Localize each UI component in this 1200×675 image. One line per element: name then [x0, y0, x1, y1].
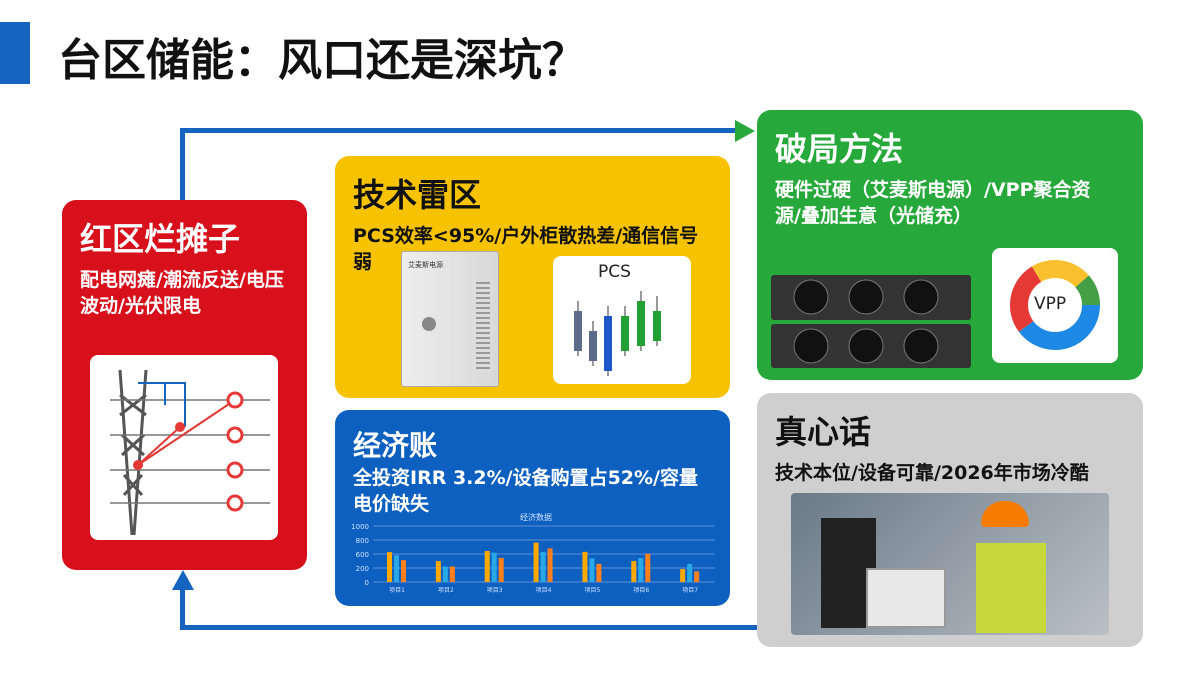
- card-text: 技术本位/设备可靠/2026年市场冷酷: [775, 462, 1089, 484]
- card-title: 真心话: [775, 413, 872, 451]
- bar: [596, 563, 602, 582]
- bar: [687, 563, 693, 582]
- card-text: 配电网瘫/潮流反送/电压波动/光伏限电: [80, 269, 284, 317]
- card-solutions: 破局方法 硬件过硬（艾麦斯电源）/VPP聚合资源/叠加生意（光储充） VPP: [757, 110, 1143, 380]
- card-title: 破局方法: [775, 130, 904, 168]
- flow-arrow-bottom: [180, 580, 760, 630]
- y-tick-label: 1000: [351, 523, 369, 531]
- bar: [547, 548, 553, 582]
- card-text: 硬件过硬（艾麦斯电源）/VPP聚合资源/叠加生意（光储充）: [775, 179, 1091, 227]
- bar: [401, 560, 406, 582]
- card-title: 经济账: [353, 429, 438, 462]
- x-tick-label: 项目1: [389, 587, 405, 594]
- y-tick-label: 0: [365, 579, 369, 587]
- chart-title: 经济数据: [520, 513, 552, 522]
- bar: [491, 552, 497, 582]
- bar: [387, 552, 392, 582]
- card-honest-words: 真心话 技术本位/设备可靠/2026年市场冷酷: [757, 393, 1143, 647]
- bar: [631, 561, 637, 582]
- bar: [394, 555, 399, 582]
- arrowhead-right-icon: [735, 120, 755, 142]
- economic-chart: 经济数据 0 200 600 800 1000 项目1 项目2 项目3 项目4 项目5 项目6 项目7: [345, 512, 720, 602]
- x-tick-label: 项目4: [536, 587, 552, 594]
- candlestick-icon: [574, 291, 661, 376]
- card-title: 技术雷区: [353, 176, 482, 214]
- arrowhead-up-icon: [172, 570, 194, 590]
- x-tick-label: 项目6: [633, 587, 649, 594]
- title-accent-bar: [0, 22, 30, 84]
- engineer-photo: [791, 493, 1109, 635]
- bar: [680, 569, 686, 582]
- y-tick-label: 200: [356, 565, 369, 573]
- pcs-chart-label: PCS: [598, 262, 631, 282]
- y-tick-label: 800: [356, 537, 369, 545]
- outdoor-cabinet-image: 艾麦斯电源: [401, 251, 499, 387]
- bar: [484, 550, 490, 582]
- bar: [645, 553, 651, 582]
- bar: [540, 551, 546, 582]
- page-title: 台区储能：风口还是深坑？: [58, 35, 586, 86]
- grid-diagram: [90, 355, 278, 540]
- cabinet-label: 艾麦斯电源: [408, 261, 443, 269]
- flow-arrow-top: [180, 128, 740, 203]
- card-text: 全投资IRR 3.2%/设备购置占52%/容量电价缺失: [353, 467, 698, 515]
- bar: [435, 561, 441, 582]
- card-text: PCS效率<95%/户外柜散热差/通信信号弱: [353, 225, 699, 273]
- card-red-zone: 红区烂摊子 配电网瘫/潮流反送/电压波动/光伏限电: [62, 200, 307, 570]
- bar: [589, 558, 595, 582]
- x-tick-label: 项目3: [487, 587, 503, 594]
- pcs-chart: PCS: [553, 256, 691, 384]
- vpp-label: VPP: [1034, 294, 1067, 314]
- bar: [638, 558, 644, 582]
- card-tech-risk: 技术雷区 PCS效率<95%/户外柜散热差/通信信号弱 艾麦斯电源 PCS: [335, 156, 730, 398]
- bar: [533, 542, 539, 582]
- vpp-chart: VPP: [992, 248, 1118, 363]
- bar: [582, 551, 588, 582]
- bar: [694, 571, 700, 582]
- bar: [498, 557, 504, 582]
- card-economics: 经济账 全投资IRR 3.2%/设备购置占52%/容量电价缺失 经济数据 0 20…: [335, 410, 730, 606]
- donut-chart-icon: [1010, 260, 1100, 350]
- x-tick-label: 项目7: [682, 587, 698, 594]
- power-tower-icon: [110, 369, 270, 536]
- x-tick-label: 项目2: [438, 587, 454, 594]
- server-rack-image: [771, 270, 971, 370]
- y-tick-label: 600: [356, 551, 369, 559]
- card-title: 红区烂摊子: [80, 220, 241, 258]
- bar: [442, 566, 448, 582]
- x-tick-label: 项目5: [585, 587, 601, 594]
- bar: [449, 566, 455, 582]
